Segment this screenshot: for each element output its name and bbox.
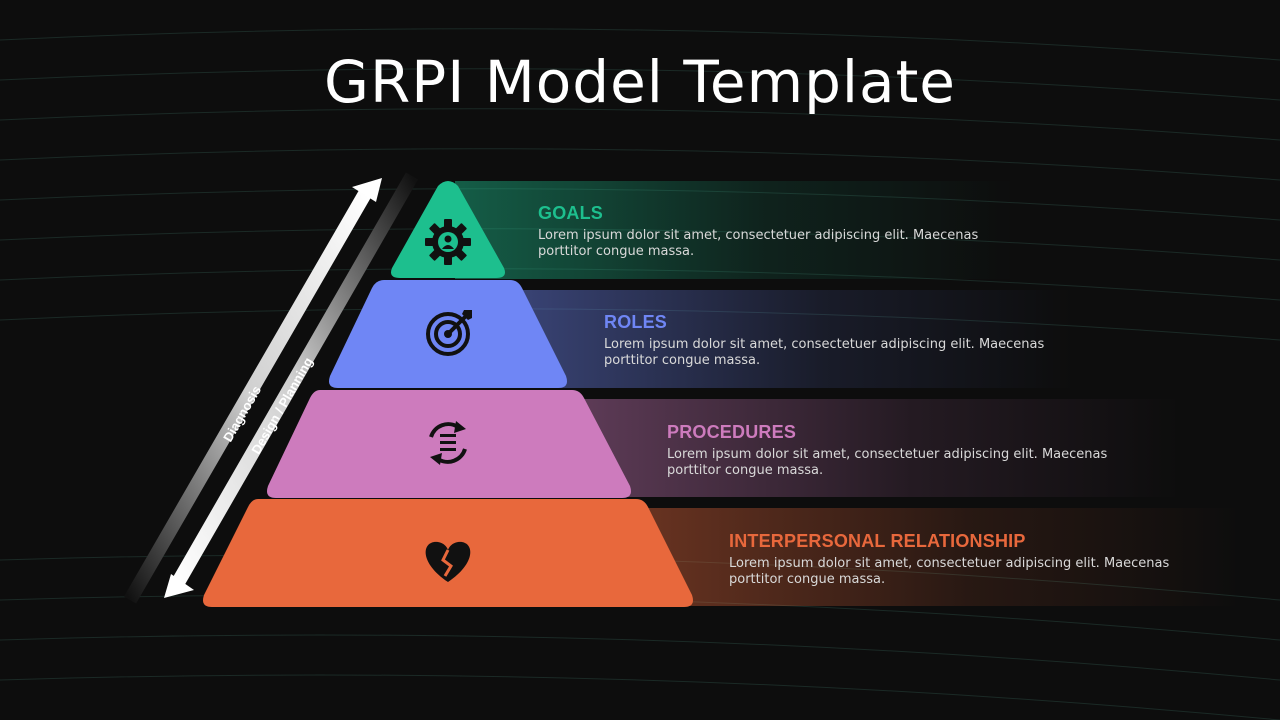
tier-text-relationship: INTERPERSONAL RELATIONSHIP Lorem ipsum d… <box>729 531 1209 588</box>
tier-band-goals <box>455 181 1015 279</box>
tier-band-procedures <box>580 399 1180 497</box>
tier-text-roles: ROLES Lorem ipsum dolor sit amet, consec… <box>604 312 1084 369</box>
tier-heading-procedures: PROCEDURES <box>667 422 797 442</box>
tier-desc-procedures: Lorem ipsum dolor sit amet, consectetuer… <box>667 447 1108 478</box>
diagnosis-arrow <box>123 178 382 604</box>
tier-band-roles <box>515 290 1075 388</box>
tier-band-relationship <box>640 508 1240 606</box>
tier-heading-relationship: INTERPERSONAL RELATIONSHIP <box>729 531 1026 551</box>
design-planning-arrow <box>164 172 419 598</box>
tier-heading-goals: GOALS <box>538 203 604 223</box>
page-title: GRPI Model Template <box>324 48 956 116</box>
target-icon <box>426 310 472 356</box>
tier-desc-goals: Lorem ipsum dolor sit amet, consectetuer… <box>538 228 979 259</box>
process-cycle-icon <box>429 421 467 465</box>
tier-text-procedures: PROCEDURES Lorem ipsum dolor sit amet, c… <box>667 422 1147 479</box>
tier-desc-relationship: Lorem ipsum dolor sit amet, consectetuer… <box>729 556 1170 587</box>
gear-person-icon <box>425 219 471 265</box>
tier-heading-roles: ROLES <box>604 312 668 332</box>
broken-heart-icon <box>425 541 471 582</box>
tier-desc-roles: Lorem ipsum dolor sit amet, consectetuer… <box>604 337 1045 368</box>
tier-text-goals: GOALS Lorem ipsum dolor sit amet, consec… <box>538 203 1018 260</box>
